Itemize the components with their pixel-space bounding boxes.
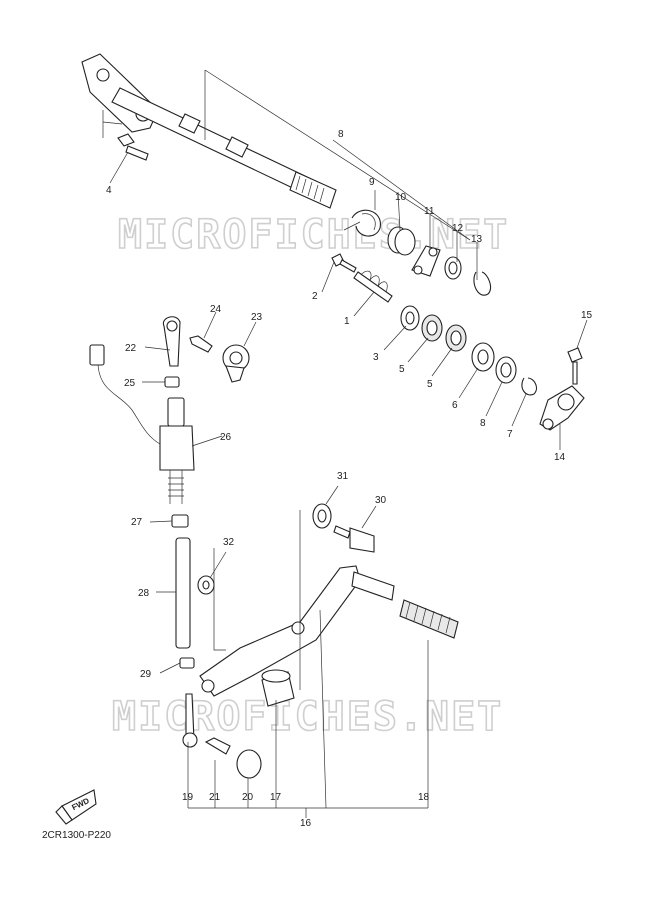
part-label-13: 12 — [452, 223, 464, 234]
part-label-6: 6 — [452, 400, 458, 411]
watermark-bottom: MICROFICHES.NET — [112, 694, 503, 740]
leader-lines — [102, 69, 588, 818]
part-label-32: 31 — [337, 471, 349, 482]
part-label-17: 16 — [300, 818, 312, 829]
part-label-9: 8 — [338, 129, 344, 140]
part-label-19: 18 — [418, 792, 430, 803]
part-label-27: 26 — [220, 432, 232, 443]
sensor-assembly — [89, 133, 262, 779]
part-label-26: 25 — [124, 378, 136, 389]
shift-shaft-assembly — [81, 53, 491, 303]
part-label-24: 23 — [251, 312, 263, 323]
pedal-assembly — [199, 503, 459, 707]
part-label-12: 11 — [424, 206, 435, 217]
part-label-7: 7 — [507, 429, 513, 440]
fwd-arrow-icon: FWD — [55, 789, 97, 825]
part-label-21: 20 — [242, 792, 254, 803]
part-label-10: 9 — [369, 177, 375, 188]
part-label-22: 21 — [209, 792, 221, 803]
part-label-3: 3 — [373, 352, 379, 363]
part-label-8: 8 — [480, 418, 486, 429]
part-labels: 8 9 10 11 12 13 4 2 1 3 5 5 6 8 7 15 14 … — [106, 129, 593, 829]
part-label-20: 19 — [182, 792, 194, 803]
part-label-1: 1 — [344, 316, 350, 327]
part-label-28: 27 — [131, 517, 143, 528]
part-label-15: 14 — [554, 452, 566, 463]
part-label-14: 13 — [471, 234, 483, 245]
part-label-31: 30 — [375, 495, 387, 506]
bearing-stack — [400, 305, 585, 431]
part-label-4: 4 — [106, 185, 112, 196]
part-label-25: 24 — [210, 304, 222, 315]
part-label-30: 29 — [140, 669, 152, 680]
drawing-code: 2CR1300-P220 — [42, 830, 111, 841]
part-label-11: 10 — [395, 192, 407, 203]
part-label-33: 32 — [223, 537, 235, 548]
part-label-29: 28 — [138, 588, 150, 599]
part-label-23: 22 — [125, 343, 137, 354]
part-label-18: 17 — [270, 792, 282, 803]
part-label-5a: 5 — [399, 364, 405, 375]
part-label-2: 2 — [312, 291, 318, 302]
watermark-top: MICROFICHES.NET — [118, 212, 509, 258]
part-label-16: 15 — [581, 310, 593, 321]
part-label-5b: 5 — [427, 379, 433, 390]
